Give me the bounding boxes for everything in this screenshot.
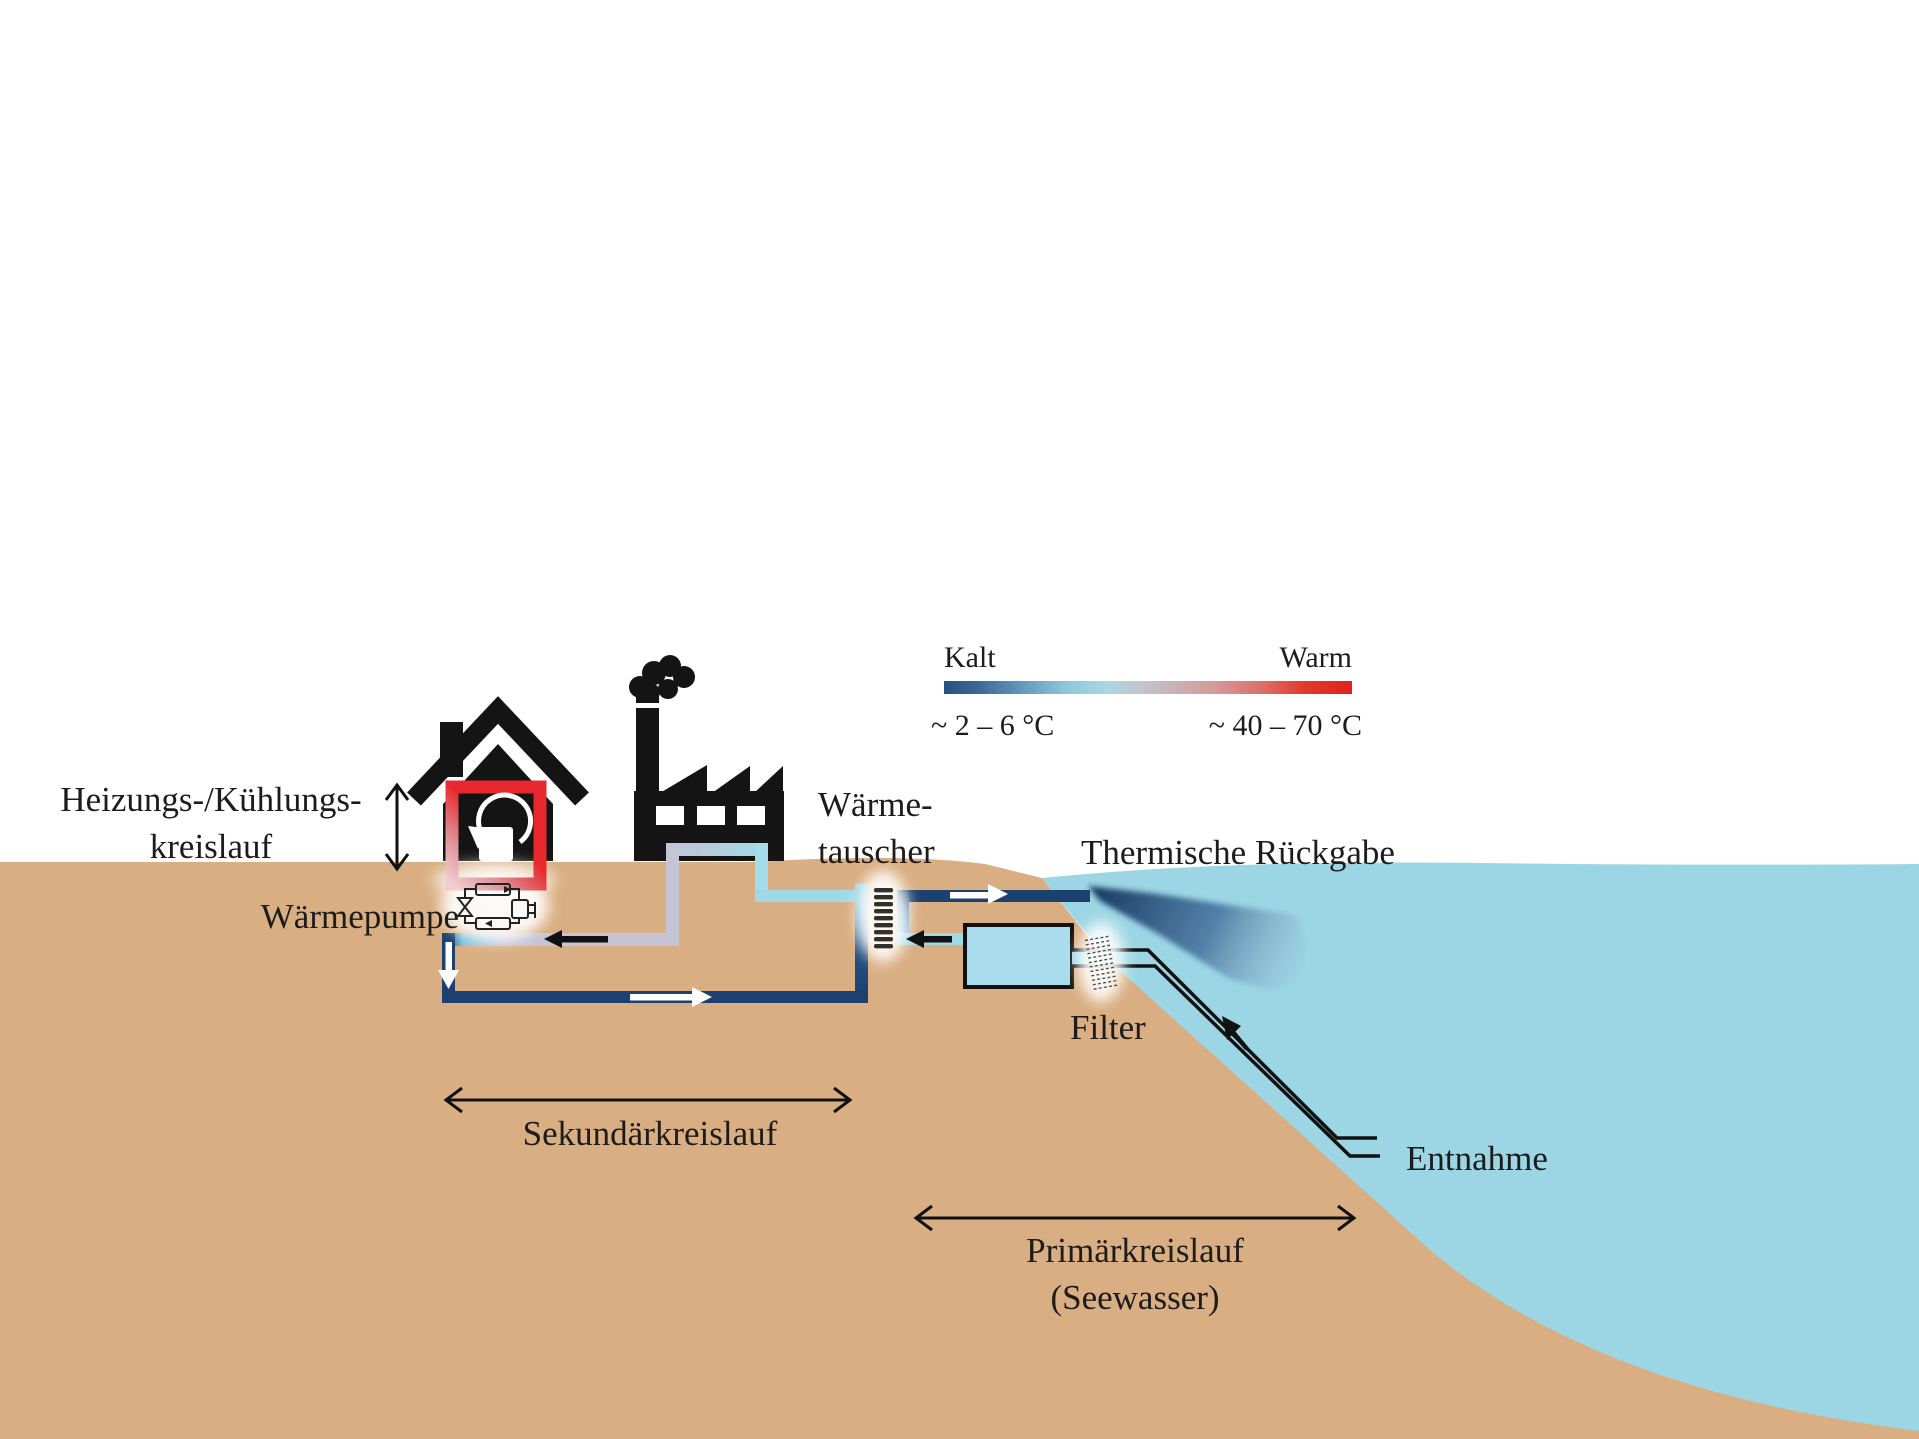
- primary-loop-line1: Primärkreislauf: [1026, 1231, 1244, 1270]
- primary-loop-label: Primärkreislauf (Seewasser): [933, 1227, 1337, 1321]
- thermal-plume: [1088, 886, 1307, 990]
- heating-circuit-span-arrow: [384, 782, 410, 872]
- heating-circuit-label: Heizungs-/Kühlungs- kreislauf: [28, 776, 394, 870]
- smoke-icon: [629, 655, 695, 700]
- primary-loop-line2: (Seewasser): [1050, 1278, 1220, 1317]
- span-arrows: [384, 782, 1357, 1232]
- ground: [0, 857, 1919, 1439]
- filter-icon: [1084, 935, 1118, 990]
- legend-gradient-bar: [944, 681, 1352, 694]
- pump-box-icon: [963, 923, 1074, 989]
- legend-cold-range: ~ 2 – 6 °C: [931, 709, 1055, 742]
- thermal-return-label: Thermische Rückgabe: [1081, 833, 1395, 872]
- heating-circuit-line1: Heizungs-/Kühlungs-: [60, 780, 362, 819]
- legend-warm-range: ~ 40 – 70 °C: [1208, 709, 1362, 742]
- secondary-loop-span-arrow: [443, 1086, 853, 1114]
- circulation-arrow-icon: [476, 792, 534, 845]
- legend-cold-label: Kalt: [944, 641, 996, 674]
- intake-pipe-fill: [1072, 950, 1377, 1157]
- heat-exchanger-line1: Wärme-: [818, 785, 933, 824]
- intake-label: Entnahme: [1406, 1139, 1548, 1178]
- circulation-arrowhead-icon: [468, 826, 491, 849]
- heat-pump-icon: [455, 883, 536, 930]
- secondary-loop-label: Sekundärkreislauf: [522, 1114, 778, 1153]
- heat-pump-label: Wärmepumpe: [260, 897, 459, 936]
- heat-exchanger-line2: tauscher: [818, 832, 935, 871]
- factory-icon: [629, 655, 784, 861]
- heat-exchanger-icon: [874, 888, 893, 949]
- lake: [1042, 862, 1919, 1431]
- filter-glow: [1078, 922, 1124, 1002]
- filter-label: Filter: [1070, 1008, 1146, 1047]
- primary-loop-span-arrow: [913, 1204, 1357, 1232]
- legend-warm-label: Warm: [1279, 641, 1352, 674]
- heat-exchanger-label: Wärme- tauscher: [818, 781, 935, 875]
- heating-circuit-line2: kreislauf: [149, 827, 273, 866]
- flow-arrows: [438, 884, 1249, 1051]
